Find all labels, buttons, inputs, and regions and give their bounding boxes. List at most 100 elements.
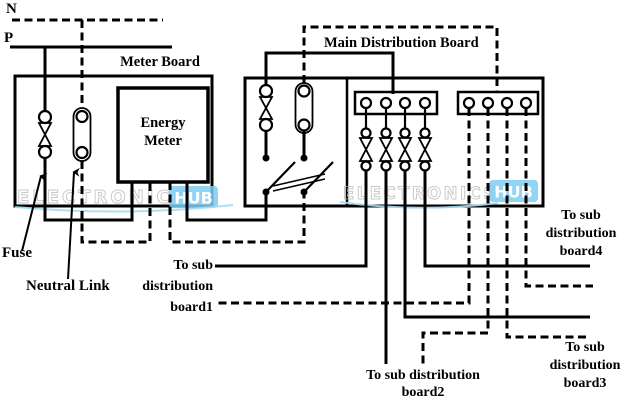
main-distribution-board-title: Main Distribution Board [324,35,479,51]
energy-meter-label-line1: Energy [140,115,186,131]
watermark-swoosh-right [339,201,499,209]
distribution-fuse-body [397,137,413,162]
sub-board4-label-line1: To sub [561,208,601,223]
distribution-fuse-top [399,127,411,139]
distribution-fuse-3 [397,127,413,172]
fuse-to-meter-wire [43,158,134,222]
phase-supply-label: P [4,30,14,46]
sub-board1-label-line1: To sub [173,258,213,273]
neutral-out-board2 [421,108,490,364]
neutral-link-body [72,107,92,162]
phase-out-board3 [403,170,590,319]
phase-out-board4 [423,170,590,268]
distribution-fuse-1 [358,127,374,172]
mdb-phase-to-busbar-wire [264,51,395,94]
watermark-left: ELECTRONICS HUB [14,186,234,213]
energy-meter-label-line2: Meter [144,133,182,149]
mdb-neutral-link-symbol [294,82,314,134]
neutral-busbar-terminal-4 [519,96,533,110]
sub-board2-label-line2: board2 [401,385,445,400]
distribution-fuses [358,127,433,172]
neutral-out-board1 [215,108,471,305]
fuse-top-terminal [37,109,53,125]
distribution-fuse-4 [417,127,433,172]
neutral-link-label: Neutral Link [26,278,110,294]
watermark-word-right: ELECTRONICS [343,184,498,203]
meter-board-box [13,74,214,208]
watermark-hub-right: HUB [494,183,533,202]
meter-board-title: Meter Board [120,54,200,70]
mdb-neutral-link-bottom-terminal [297,118,311,132]
phase-wires [10,45,590,364]
switch-blade-neutral [303,161,334,193]
sub-board1-label-line3: board1 [170,300,213,315]
mdb-fuse-symbol [258,83,274,133]
mdb-fuse-bottom-terminal [258,117,274,133]
sub-board4-label: To sub distribution board4 [540,207,622,261]
neutral-out-board3 [505,108,590,339]
sub-board1-label: To sub distribution board1 [140,255,213,318]
sub-board3-label-line1: To sub [565,340,605,355]
mdb-fuse-body [258,96,274,120]
mdb-neutral-to-busbar-wire [302,25,499,93]
neutral-link-symbol [72,107,92,162]
distribution-fuse-bottom [419,160,431,172]
switch-contact-phase [262,154,270,162]
neutral-busbar-terminal-1 [462,96,476,110]
watermark-hub-badge-left [169,186,218,208]
phase-out-board1 [215,170,368,268]
distribution-fuse-bottom [360,160,372,172]
neutral-link-arrow [67,167,80,280]
distribution-fuse-bottom [399,160,411,172]
phase-busbar-terminal-2 [379,96,393,110]
watermark-hub-left: HUB [174,189,213,208]
meter-neutral-out-wire [168,182,306,244]
sub-board2-label: To sub distribution board2 [353,367,493,401]
mdb-neutral-link-body [294,82,314,134]
energy-meter-box [116,86,210,184]
phase-busbar-box [353,90,439,116]
switch-coupling-bar [272,173,326,192]
neutral-wires [12,18,593,364]
switch-blade-phase [265,161,296,193]
mdb-fuse-top-terminal [258,83,274,99]
main-switch [262,154,334,196]
fuse-body [37,122,53,147]
phase-busbar-terminals [359,96,432,110]
distribution-fuse-body [417,137,433,162]
link-to-meter-wire [80,161,152,244]
watermark-swoosh-left [14,204,234,213]
fuse-symbol [37,109,53,160]
switch-contact-neutral [300,154,308,162]
neutral-link-bottom-terminal [75,145,89,160]
neutral-out-board4 [524,108,593,288]
fuse-arrow [21,172,48,252]
distribution-fuse-top [380,127,392,139]
fuse-bottom-terminal [37,144,53,160]
phase-busbar-terminal-4 [418,96,432,110]
distribution-fuse-bottom [380,160,392,172]
neutral-link-top-terminal [75,109,89,124]
energy-meter-label: Energy Meter [118,114,208,150]
mdb-neutral-link-top-terminal [297,84,311,98]
neutral-supply-label: N [6,1,17,17]
sub-board3-label-line2: distribution [549,358,621,373]
meter-phase-out-wire [185,182,268,222]
phase-busbar-terminal-1 [359,96,373,110]
neutral-busbar-terminal-2 [481,96,495,110]
phase-busbar-terminal-3 [398,96,412,110]
watermark-word-left: ELECTRONICS [17,187,189,208]
distribution-fuse-2 [378,127,394,172]
sub-board3-label-line3: board3 [563,376,607,391]
fuse-label: Fuse [2,245,32,261]
sub-board4-label-line3: board4 [559,244,603,259]
neutral-busbar-terminals [462,96,533,110]
distribution-fuse-top [360,127,372,139]
sub-board1-label-line2: distribution [142,279,213,294]
distribution-fuse-body [378,137,394,162]
neutral-busbar-terminal-3 [500,96,514,110]
sub-board4-label-line2: distribution [545,226,617,241]
sub-board2-label-line1: To sub distribution [366,368,480,383]
distribution-fuse-body [358,137,374,162]
